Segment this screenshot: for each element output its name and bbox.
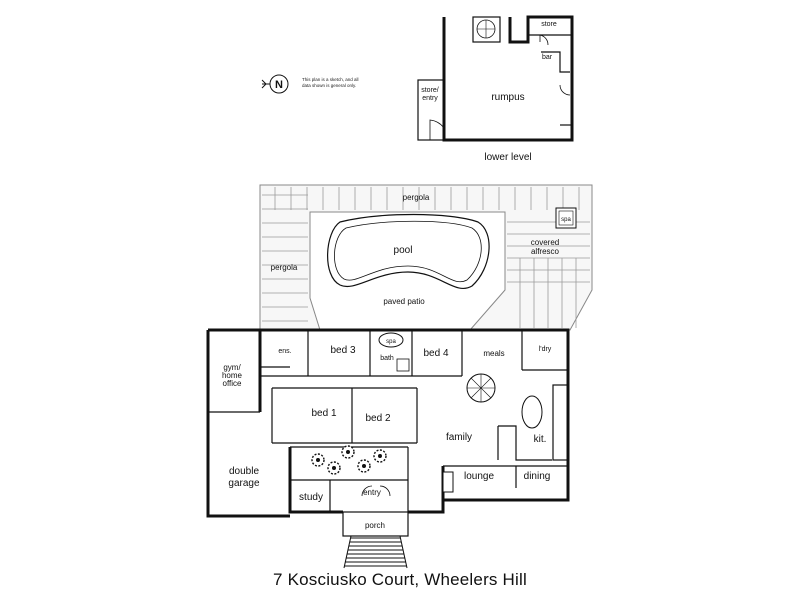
lower-level-title: lower level [484, 152, 531, 163]
room-entry: entry [363, 488, 381, 497]
alfresco-label-line1: covered [531, 238, 559, 247]
room-study: study [299, 492, 323, 503]
pergola-left-label: pergola [271, 263, 298, 272]
room-garage-line1: double [229, 466, 259, 477]
room-bar: bar [542, 54, 553, 61]
courtyard-plants [311, 445, 387, 475]
house-walls [206, 328, 570, 518]
kitchen-island [521, 395, 543, 429]
room-store-entry-line1: store/ [421, 87, 439, 94]
spiral-staircase [466, 373, 496, 403]
pergola-deck [259, 184, 593, 331]
spa-outdoor-outline [555, 207, 577, 229]
pergola-top-label: pergola [403, 193, 430, 202]
room-bed3: bed 3 [330, 345, 355, 356]
disclaimer-line-1: This plan is a sketch, and all [302, 77, 359, 82]
bath-spa-label: spa [386, 339, 396, 345]
room-ensuite: ens. [278, 348, 291, 355]
room-gym-line3: office [223, 379, 243, 388]
room-store: store [541, 21, 557, 28]
room-bed1: bed 1 [311, 408, 336, 419]
fireplace [442, 471, 454, 493]
room-rumpus: rumpus [491, 92, 524, 103]
room-gym-line1: gym/ [223, 363, 241, 372]
pool-outline [327, 213, 490, 289]
porch-steps [343, 535, 408, 569]
alfresco-label-line2: alfresco [531, 247, 560, 256]
room-store-entry-line2: entry [422, 95, 438, 102]
north-arrow-icon: N [261, 74, 289, 94]
room-garage-line2: garage [228, 478, 260, 489]
room-gym-line2: home [222, 371, 243, 380]
room-laundry: l'dry [539, 346, 552, 353]
room-porch: porch [365, 521, 385, 530]
room-bed2: bed 2 [365, 413, 390, 424]
room-lounge: lounge [464, 471, 494, 482]
north-label: N [275, 79, 283, 91]
bath-spa-tub [378, 332, 404, 348]
room-kitchen: kit. [534, 434, 547, 445]
address-caption: 7 Kosciusko Court, Wheelers Hill [273, 570, 527, 589]
lower-level-plan [417, 15, 574, 142]
room-bed4: bed 4 [423, 348, 448, 359]
paved-patio-label: paved patio [383, 297, 425, 306]
room-dining: dining [524, 471, 551, 482]
spa-outdoor-label: spa [561, 217, 571, 223]
room-meals: meals [483, 349, 504, 358]
porch-outline [342, 511, 409, 537]
room-family: family [446, 432, 472, 443]
disclaimer-line-2: data shown is general only. [302, 83, 356, 88]
room-bath: bath [380, 355, 394, 362]
pool-label: pool [394, 245, 413, 256]
